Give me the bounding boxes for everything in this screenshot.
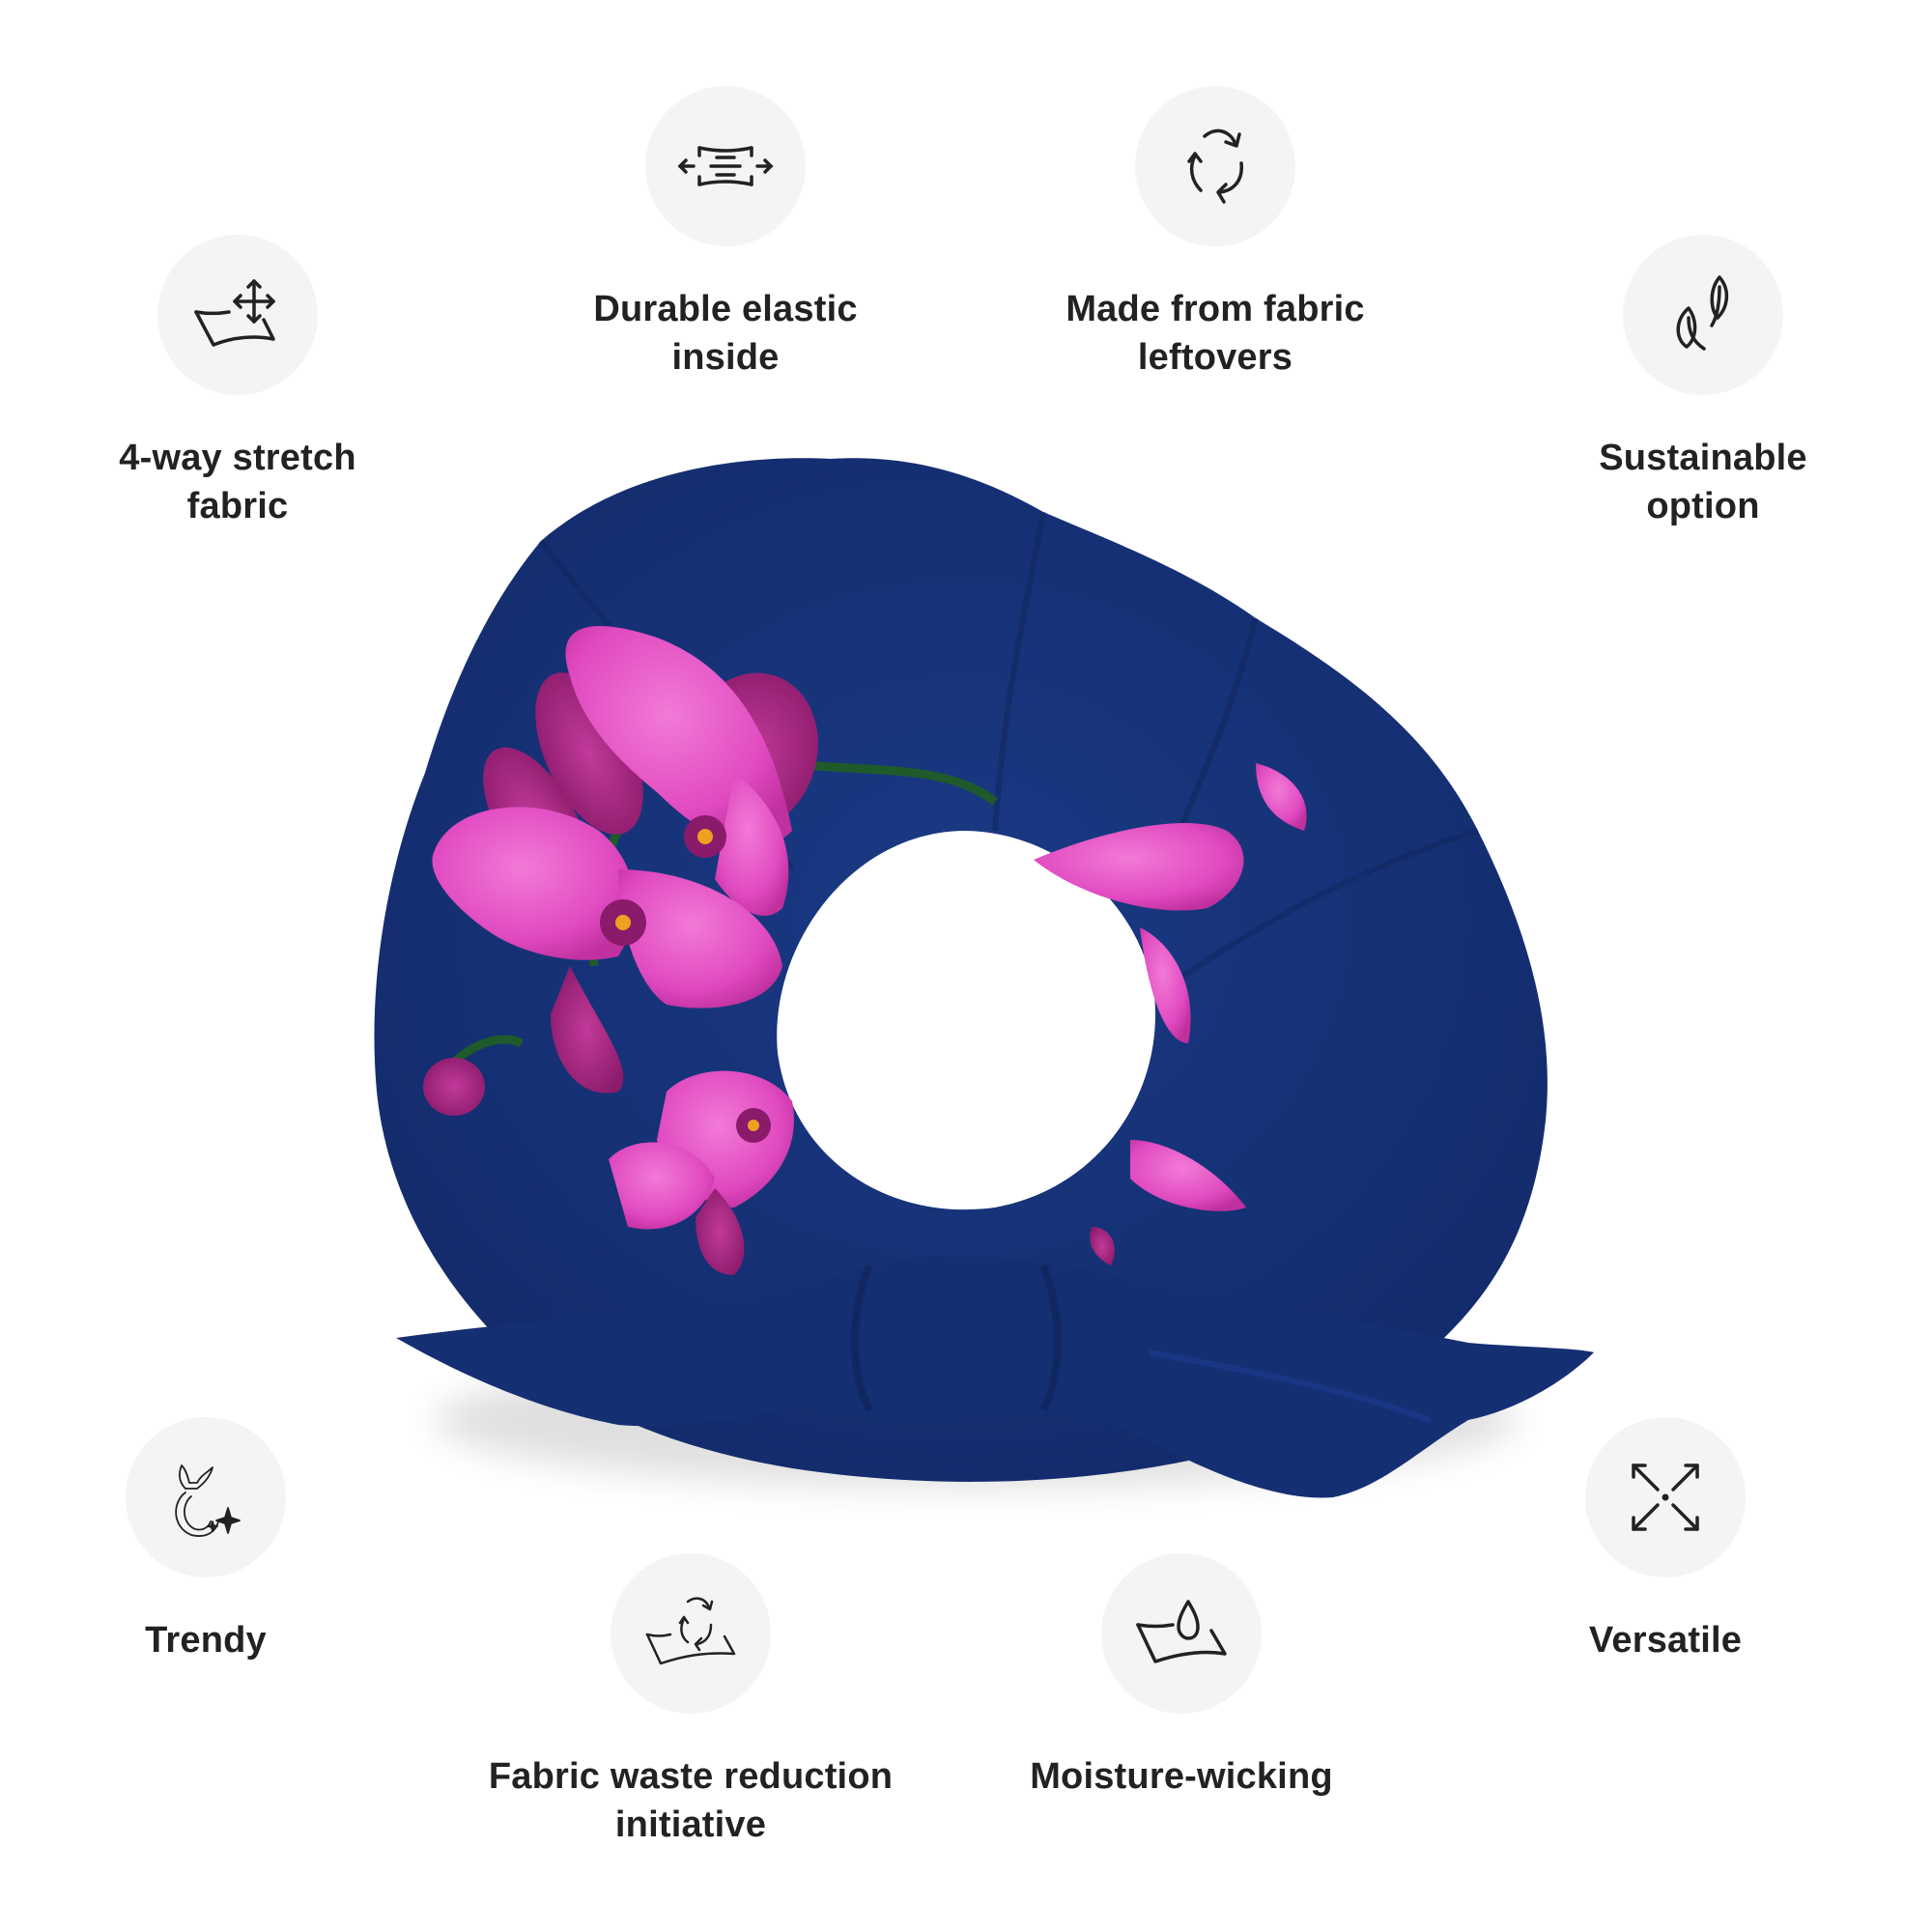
feature-label: Sustainable option [1599, 438, 1807, 526]
feature-fabric-leftovers: Made from fabric leftovers [1012, 86, 1418, 382]
leaves-icon [1676, 275, 1729, 351]
icon-circle [126, 1417, 286, 1577]
icon-circle [1135, 86, 1295, 246]
feature-label: Versatile [1588, 1620, 1743, 1661]
orchid-bud [423, 1058, 485, 1116]
icon-circle [1585, 1417, 1746, 1577]
stretch-fabric-icon [194, 279, 275, 347]
icon-circle [611, 1553, 771, 1714]
feature-four-way-stretch: 4-way stretch fabric [35, 235, 440, 530]
recycle-icon [1187, 128, 1243, 204]
feature-fabric-waste: Fabric waste reduction initiative [488, 1553, 894, 1849]
scrunchie-bow [396, 1256, 1594, 1498]
feature-label: Fabric waste reduction initiative [488, 1756, 894, 1845]
scrunchie-sparkle-icon [175, 1464, 241, 1537]
feature-versatile: Versatile [1463, 1417, 1868, 1664]
icon-circle [1623, 235, 1783, 395]
feature-label: Trendy [145, 1620, 267, 1661]
elastic-icon [677, 146, 774, 186]
feature-label: Durable elastic inside [593, 289, 858, 378]
feature-moisture-wicking: Moisture-wicking [979, 1553, 1384, 1801]
orchid-flower [432, 747, 782, 1094]
icon-circle [1101, 1553, 1262, 1714]
feature-label: Made from fabric leftovers [1065, 289, 1365, 378]
recycle-fabric-icon [645, 1597, 736, 1665]
icon-circle [157, 235, 318, 395]
feature-label: Moisture-wicking [1030, 1756, 1333, 1797]
feature-durable-elastic: Durable elastic inside [523, 86, 928, 382]
feature-sustainable: Sustainable option [1500, 235, 1906, 530]
feature-trendy: Trendy [3, 1417, 409, 1664]
feature-label: 4-way stretch fabric [119, 438, 356, 526]
icon-circle [645, 86, 806, 246]
water-drop-fabric-icon [1136, 1600, 1227, 1663]
orchid-flower [609, 1070, 794, 1275]
orchid-flower [1034, 763, 1307, 1265]
expand-arrows-icon [1632, 1463, 1699, 1531]
